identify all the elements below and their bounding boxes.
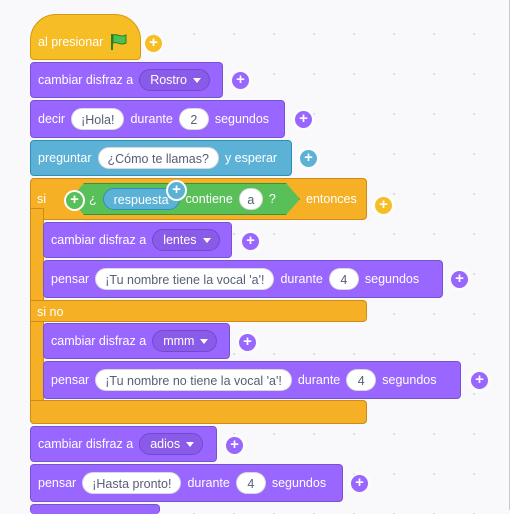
block-unit: segundos (382, 373, 437, 387)
question-close: ? (268, 192, 276, 206)
block-verb: pensar (51, 373, 90, 387)
seconds-input[interactable]: 4 (346, 369, 377, 391)
if-label: si (37, 192, 47, 206)
block-tail: y esperar (224, 151, 278, 165)
seconds-input[interactable]: 4 (328, 268, 359, 290)
switch-costume-block[interactable]: cambiar disfraz a adios (30, 426, 217, 462)
add-block-icon[interactable]: + (226, 437, 243, 454)
block-verb: pensar (51, 272, 90, 286)
switch-costume-block[interactable]: cambiar disfraz a lentes (43, 222, 232, 258)
next-block-partial[interactable] (30, 504, 160, 514)
green-flag-icon (111, 34, 127, 50)
block-label: cambiar disfraz a (38, 73, 134, 87)
message-input[interactable]: ¡Hola! (71, 108, 125, 130)
answer-reporter[interactable]: respuesta (102, 188, 180, 210)
add-block-icon[interactable]: + (295, 111, 312, 128)
hat-label: al presionar (38, 35, 104, 49)
costume-dropdown[interactable]: Rostro (139, 69, 211, 91)
costume-dropdown[interactable]: lentes (152, 229, 220, 251)
block-verb: pensar (38, 476, 77, 490)
block-verb: preguntar (38, 151, 92, 165)
add-block-icon[interactable]: + (300, 150, 317, 167)
add-block-icon[interactable]: + (351, 475, 368, 492)
costume-value: mmm (163, 334, 195, 348)
add-block-icon[interactable]: + (239, 334, 256, 351)
block-mid: durante (280, 272, 323, 286)
block-unit: segundos (271, 476, 327, 490)
when-flag-clicked-block[interactable]: al presionar (30, 14, 141, 60)
think-for-secs-block[interactable]: pensar ¡Hasta pronto! durante 4 segundos (30, 464, 343, 502)
block-label: cambiar disfraz a (51, 233, 147, 247)
block-mid: durante (297, 373, 341, 387)
switch-costume-block[interactable]: cambiar disfraz a Rostro (30, 62, 223, 98)
block-mid: durante (130, 112, 173, 126)
costume-dropdown[interactable]: mmm (152, 330, 218, 352)
add-block-icon[interactable]: + (168, 182, 185, 199)
if-else-block[interactable]: si si no entonces ¿ respuesta contiene a… (30, 178, 367, 424)
costume-value: adios (150, 437, 181, 451)
chevron-down-icon (186, 441, 195, 447)
question-open: ¿ (89, 192, 97, 206)
message-input[interactable]: ¡Tu nombre tiene la vocal 'a'! (95, 268, 275, 290)
else-label: si no (37, 305, 64, 319)
switch-costume-block[interactable]: cambiar disfraz a mmm (43, 323, 230, 359)
add-block-icon[interactable]: + (145, 35, 162, 52)
block-label: cambiar disfraz a (51, 334, 147, 348)
add-block-icon[interactable]: + (66, 192, 83, 209)
add-block-icon[interactable]: + (471, 372, 488, 389)
add-block-icon[interactable]: + (375, 197, 392, 214)
block-unit: segundos (214, 112, 270, 126)
block-verb: decir (38, 112, 66, 126)
block-label: cambiar disfraz a (38, 437, 134, 451)
add-block-icon[interactable]: + (451, 271, 468, 288)
costume-value: lentes (163, 233, 197, 247)
message-input[interactable]: ¡Hasta pronto! (82, 472, 182, 494)
if-else-bottom-arm (30, 400, 367, 424)
say-for-secs-block[interactable]: decir ¡Hola! durante 2 segundos (30, 100, 285, 138)
block-unit: segundos (364, 272, 420, 286)
letter-input[interactable]: a (238, 188, 263, 210)
chevron-down-icon (200, 338, 209, 344)
then-label: entonces (306, 192, 357, 206)
contains-label: contiene (185, 192, 233, 206)
chevron-down-icon (202, 237, 211, 243)
costume-value: Rostro (150, 73, 188, 87)
think-for-secs-block[interactable]: pensar ¡Tu nombre tiene la vocal 'a'! du… (43, 260, 443, 298)
seconds-input[interactable]: 2 (178, 108, 209, 130)
chevron-down-icon (193, 77, 202, 83)
seconds-input[interactable]: 4 (235, 472, 266, 494)
think-for-secs-block[interactable]: pensar ¡Tu nombre no tiene la vocal 'a'!… (43, 361, 461, 399)
ask-and-wait-block[interactable]: preguntar ¿Cómo te llamas? y esperar (30, 140, 292, 176)
if-else-middle-arm (30, 300, 367, 322)
message-input[interactable]: ¡Tu nombre no tiene la vocal 'a'! (95, 369, 292, 391)
costume-dropdown[interactable]: adios (139, 433, 204, 455)
block-mid: durante (187, 476, 230, 490)
contains-operator-block[interactable]: ¿ respuesta contiene a ? (70, 183, 300, 215)
question-input[interactable]: ¿Cómo te llamas? (97, 147, 219, 169)
add-block-icon[interactable]: + (242, 233, 259, 250)
add-block-icon[interactable]: + (232, 72, 249, 89)
